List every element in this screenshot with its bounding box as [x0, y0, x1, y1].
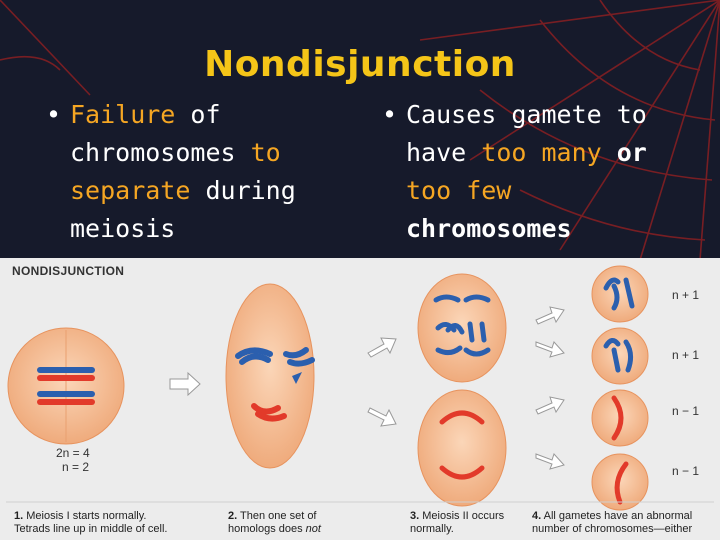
bullet-right-word: chromosomes: [406, 214, 572, 243]
bullet-right-word: Causes gamete to: [406, 100, 647, 129]
bullet-left-word: during: [190, 176, 295, 205]
caption-text: Tetrads line up in middle of cell.: [14, 523, 167, 535]
bullet-right-word: have: [406, 138, 481, 167]
caption-step-1: 1. Meiosis I starts normally. Tetrads li…: [14, 510, 214, 536]
gamete-label-1: n + 1: [672, 288, 699, 302]
caption-text: Meiosis I starts normally.: [23, 510, 146, 522]
caption-text: All gametes have an abnormal: [541, 510, 692, 522]
bullet-left-word: meiosis: [70, 214, 175, 243]
nondisjunction-figure: NONDISJUNCTION: [0, 258, 720, 540]
gamete-label-4: n − 1: [672, 464, 699, 478]
gamete-3: [592, 390, 648, 446]
bullet-dot: •: [382, 96, 397, 134]
caption-number: 3.: [410, 510, 419, 522]
caption-step-4: 4. All gametes have an abnormal number o…: [532, 510, 718, 536]
bullet-causes: • Causes gamete to have too many or too …: [406, 96, 706, 248]
arrow-icon: [368, 408, 396, 426]
caption-step-3: 3. Meiosis II occurs normally.: [410, 510, 530, 536]
caption-text: Meiosis II occurs: [419, 510, 504, 522]
caption-number: 4.: [532, 510, 541, 522]
arrow-icon: [536, 342, 564, 357]
gamete-1: [592, 266, 648, 322]
arrow-icon: [536, 307, 564, 324]
bullet-left-word: of: [175, 100, 220, 129]
bullet-left-word: to: [251, 138, 281, 167]
bullet-right-word: or: [602, 138, 647, 167]
caption-text: not: [306, 523, 321, 535]
caption-step-2: 2. Then one set of homologs does not: [228, 510, 398, 536]
meiosis-diagram: [0, 258, 720, 540]
arrow-icon: [536, 397, 564, 414]
bullet-right-word: too many: [481, 138, 601, 167]
ploidy-2n: 2n = 4: [56, 446, 90, 460]
arrow-icon: [536, 454, 564, 469]
bullet-left-word: chromosomes: [70, 138, 251, 167]
meiosis-ii-cell-bottom: [418, 390, 506, 506]
gamete-label-2: n + 1: [672, 348, 699, 362]
caption-text: normally.: [410, 523, 454, 535]
caption-text: homologs does: [228, 523, 306, 535]
slide-title: Nondisjunction: [0, 44, 720, 85]
caption-text: Then one set of: [237, 510, 316, 522]
arrow-icon: [368, 338, 396, 357]
bullet-right-word: too few: [406, 176, 511, 205]
bullet-dot: •: [46, 96, 61, 134]
meiosis-ii-cell-top: [418, 274, 506, 382]
ploidy-n: n = 2: [62, 460, 89, 474]
anaphase-cell: [226, 284, 314, 468]
bullet-failure: • Failure of chromosomes to separate dur…: [70, 96, 350, 248]
caption-number: 1.: [14, 510, 23, 522]
caption-number: 2.: [228, 510, 237, 522]
tetrad-cell: [8, 328, 124, 444]
arrow-icon: [170, 373, 200, 395]
gamete-label-3: n − 1: [672, 404, 699, 418]
bullet-left-word: Failure: [70, 100, 175, 129]
gamete-2: [592, 328, 648, 384]
caption-text: number of chromosomes—either: [532, 523, 692, 535]
bullet-left-word: separate: [70, 176, 190, 205]
